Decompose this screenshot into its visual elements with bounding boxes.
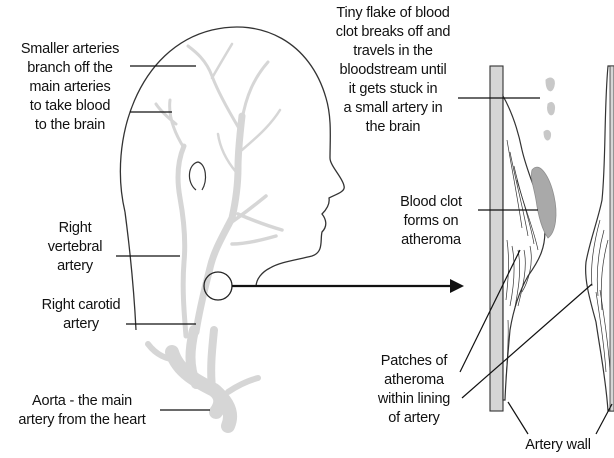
label-tiny-flake: Tiny flake of blood clot breaks off and …: [318, 4, 468, 137]
label-blood-clot: Blood clot forms on atheroma: [388, 193, 474, 250]
label-aorta: Aorta - the main artery from the heart: [2, 392, 162, 430]
right-vertebral-vessel: [178, 146, 186, 336]
leader-patches-2: [462, 284, 592, 398]
label-patches-of-atheroma: Patches of atheroma within lining of art…: [366, 352, 462, 428]
artery-network: [148, 44, 282, 426]
label-right-carotid-artery: Right carotid artery: [26, 296, 136, 334]
brachiocephalic-vessel: [191, 330, 197, 384]
label-artery-wall: Artery wall: [508, 436, 608, 455]
head-branch-a: [242, 62, 268, 120]
head-branch-b: [188, 46, 240, 130]
label-smaller-arteries: Smaller arteries branch off the main art…: [4, 40, 136, 135]
atheroma-left: [503, 96, 545, 400]
label-right-vertebral-artery: Right vertebral artery: [20, 219, 130, 276]
artery-wall-left: [490, 66, 503, 411]
pointer-arrow-head: [450, 279, 464, 293]
artery-wall-right-outer: [610, 66, 614, 411]
head-branch-d: [156, 100, 184, 148]
ear-outline: [189, 162, 205, 190]
head-branch-c: [212, 44, 232, 78]
head-branch-f: [218, 134, 236, 172]
head-branch-e: [242, 110, 280, 150]
leader-artery-wall-2: [596, 404, 612, 434]
left-subclavian-vessel: [228, 378, 258, 392]
left-carotid-lower: [211, 330, 214, 388]
aorta-vessel: [172, 352, 230, 426]
leader-artery-wall-1: [508, 402, 528, 434]
clot-flakes: [544, 78, 555, 140]
